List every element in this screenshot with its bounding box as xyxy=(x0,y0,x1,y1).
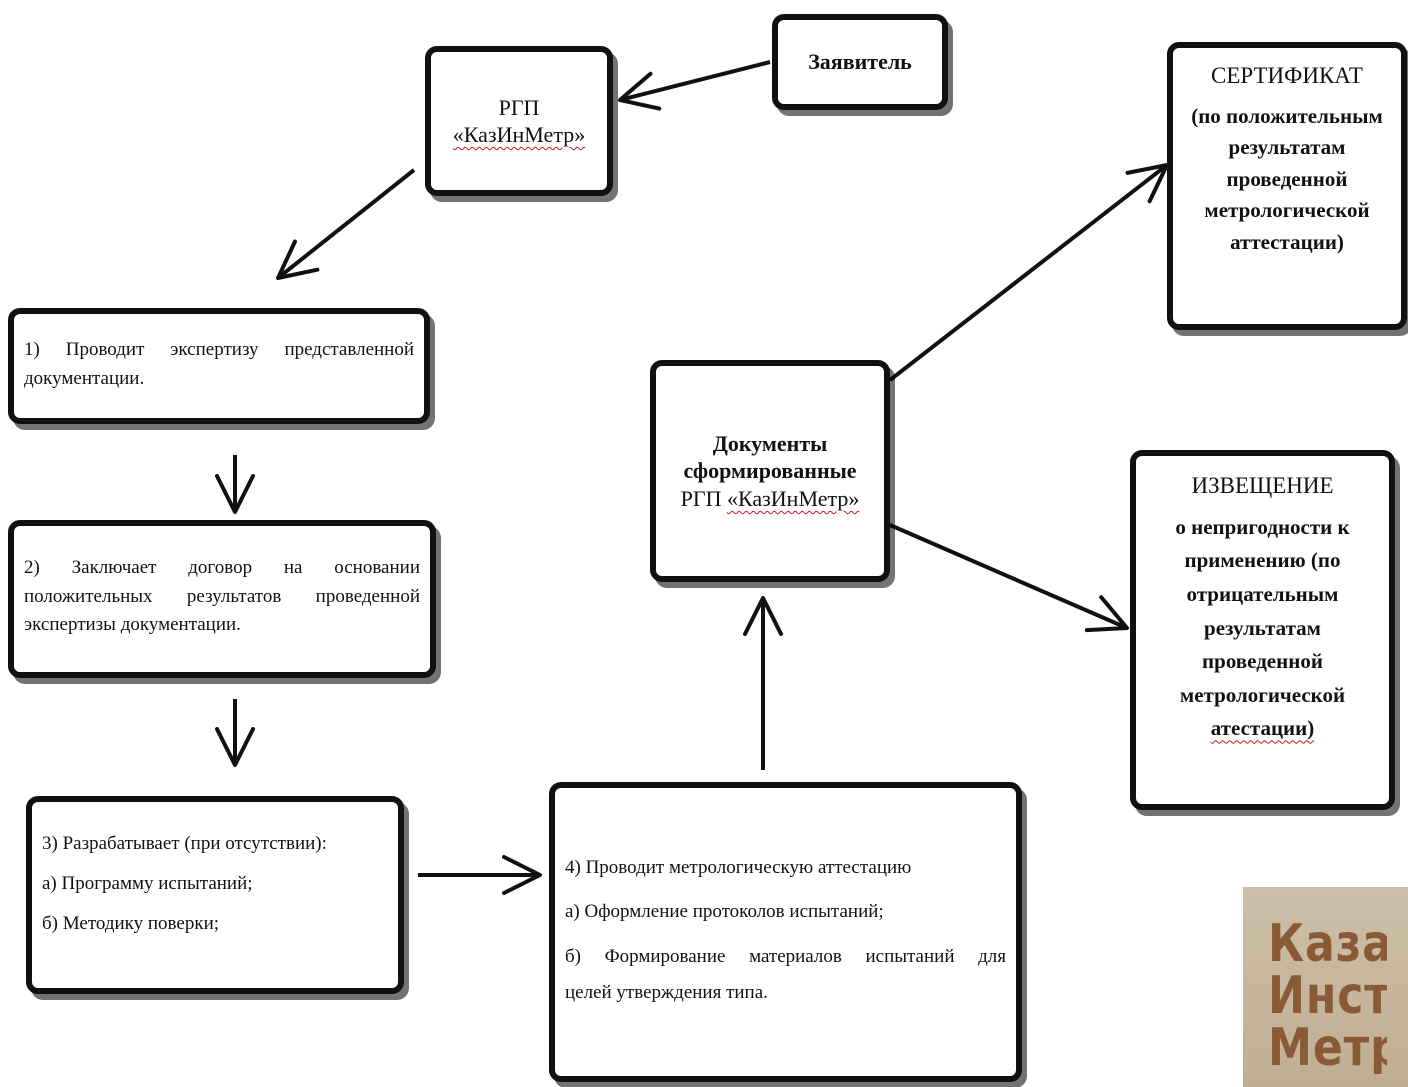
documents-box: Документы сформированные РГП «КазИнМетр» xyxy=(650,360,890,582)
notice-line: применению (по xyxy=(1184,548,1341,573)
documents-line3-prefix: РГП xyxy=(680,485,727,511)
certificate-line: метрологической xyxy=(1204,198,1370,223)
certificate-line: результатам xyxy=(1228,135,1346,160)
notice-line: метрологической xyxy=(1179,682,1346,707)
documents-line1: Документы xyxy=(712,430,828,456)
step3-heading: 3) Разрабатывает (при отсутствии): xyxy=(42,833,327,854)
rgp-line2: «КазИнМетр» xyxy=(452,122,586,147)
step1-line1: 1) Проводит экспертизу представленной xyxy=(24,339,414,360)
notice-line: отрицательным xyxy=(1186,581,1339,606)
certificate-line: аттестации) xyxy=(1230,229,1344,254)
rgp-line1: РГП xyxy=(498,94,540,120)
logo-line: Каза xyxy=(1268,918,1387,974)
certificate-title: СЕРТИФИКАТ xyxy=(1211,63,1363,88)
step1-box: 1) Проводит экспертизу представленной до… xyxy=(8,308,430,424)
step4-box: 4) Проводит метрологическую аттестацию а… xyxy=(549,782,1022,1082)
applicant-box: Заявитель xyxy=(772,14,948,110)
arrow-documents-to-notice xyxy=(889,523,1129,633)
step3-item-b: б) Методику поверки; xyxy=(42,912,220,934)
step3-item-a: а) Программу испытаний; xyxy=(42,872,253,894)
arrow-documents-to-certificate xyxy=(888,163,1169,382)
certificate-line: проведенной xyxy=(1226,166,1348,191)
rgp-kazinmetr-box: РГП «КазИнМетр» xyxy=(425,46,613,196)
arrow-applicant-to-rgp xyxy=(618,60,771,111)
notice-line: о непригодности к xyxy=(1175,514,1350,539)
institute-logo: Каза Инст Метр xyxy=(1268,918,1387,1074)
notice-line: атестации) xyxy=(1210,716,1315,741)
step2-line1: 2) Заключает договор на основании xyxy=(24,557,420,578)
step4-item-a: а) Оформление протоколов испытаний; xyxy=(565,900,884,922)
notice-line: проведенной xyxy=(1202,649,1323,674)
step2-line2: положительных результатов проведенной xyxy=(24,585,420,607)
notice-box: ИЗВЕЩЕНИЕ о непригодности к применению (… xyxy=(1130,450,1395,810)
certificate-line: (по положительным xyxy=(1191,103,1383,128)
step3-box: 3) Разрабатывает (при отсутствии): а) Пр… xyxy=(26,796,404,994)
arrow-rgp-to-step1 xyxy=(276,168,416,280)
step4-heading: 4) Проводит метрологическую аттестацию xyxy=(565,857,912,878)
certificate-box: СЕРТИФИКАТ (по положительным результатам… xyxy=(1167,42,1407,330)
applicant-label: Заявитель xyxy=(808,49,912,75)
notice-line: результатам xyxy=(1204,615,1321,640)
documents-line2: сформированные xyxy=(683,458,857,484)
step4-item-b-line1: б) Формирование материалов испытаний для xyxy=(565,946,1006,968)
documents-line3-name: «КазИнМетр» xyxy=(726,485,860,511)
logo-line: Инст xyxy=(1268,966,1387,1026)
step4-item-b-line2: целей утверждения типа. xyxy=(565,982,768,1004)
step1-line2: документации. xyxy=(24,367,145,389)
step2-line3: экспертизы документации. xyxy=(24,614,241,635)
institute-logo-background xyxy=(1243,887,1408,1087)
logo-line: Метр xyxy=(1268,1018,1387,1074)
notice-title: ИЗВЕЩЕНИЕ xyxy=(1191,473,1334,498)
documents-line3: РГП «КазИнМетр» xyxy=(681,485,860,513)
step2-box: 2) Заключает договор на основании положи… xyxy=(8,520,436,678)
